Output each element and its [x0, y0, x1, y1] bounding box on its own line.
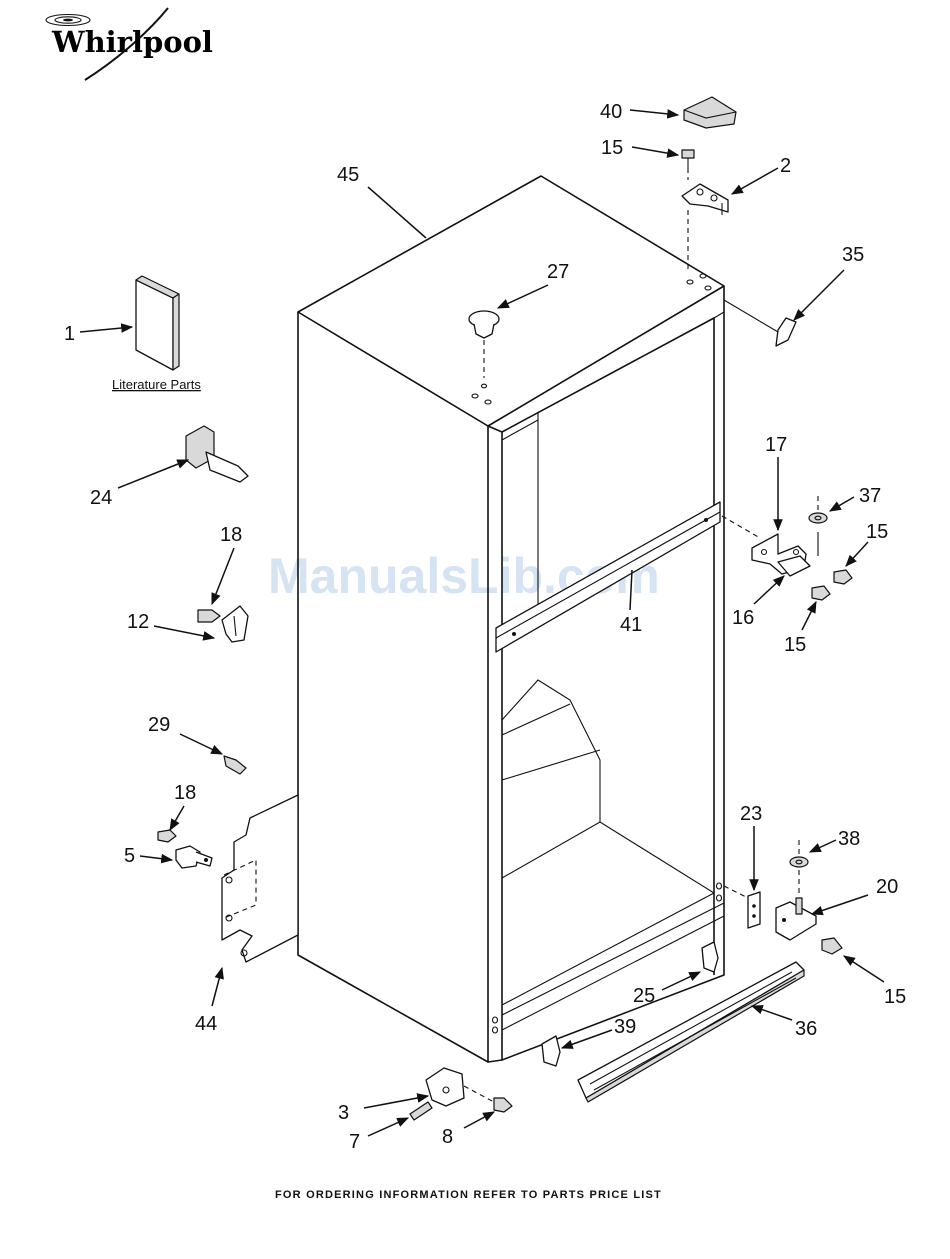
toe-grille [578, 962, 804, 1102]
whirlpool-logo: Whirlpool [46, 8, 213, 80]
callout-15: 15 [601, 137, 623, 159]
callout-15: 15 [884, 986, 906, 1008]
callout-2: 2 [780, 155, 791, 177]
hinge-screw-mid-b [812, 586, 830, 600]
clip-screw [198, 610, 220, 622]
callout-12: 12 [127, 611, 149, 633]
callout-18: 18 [174, 782, 196, 804]
wire-clip [222, 606, 248, 642]
callout-20: 20 [876, 876, 898, 898]
callout-17: 17 [765, 434, 787, 456]
callout-18: 18 [220, 524, 242, 546]
top-hinge [682, 184, 728, 215]
callout-16: 16 [732, 607, 754, 629]
literature-parts-label: Literature Parts [112, 377, 201, 392]
hinge-washer-37 [809, 513, 827, 523]
callout-15: 15 [866, 521, 888, 543]
callout-24: 24 [90, 487, 112, 509]
hinge-screw-top [682, 150, 694, 168]
literature-book [136, 276, 179, 370]
leveling-bracket [426, 1068, 464, 1106]
callout-39: 39 [614, 1016, 636, 1038]
callout-44: 44 [195, 1013, 217, 1035]
callout-3: 3 [338, 1102, 349, 1124]
screw-29 [224, 756, 246, 774]
callout-1: 1 [64, 323, 75, 345]
shelf-bracket [186, 426, 248, 482]
callout-38: 38 [838, 828, 860, 850]
leveling-screw [494, 1098, 512, 1112]
callout-labels: 40 15 2 45 27 35 1 24 17 37 15 18 12 16 … [64, 101, 906, 1153]
roller-pin [410, 1102, 432, 1120]
hinge-screw-bottom [822, 938, 842, 954]
callout-35: 35 [842, 244, 864, 266]
center-hinge [752, 532, 818, 576]
callout-37: 37 [859, 485, 881, 507]
callout-23: 23 [740, 803, 762, 825]
grille-clip-39 [542, 1036, 560, 1066]
callout-36: 36 [795, 1018, 817, 1040]
grille-clip-25 [702, 942, 718, 972]
clamp-screw [158, 830, 176, 842]
bottom-hinge [776, 898, 816, 940]
top-trim-clip [776, 318, 796, 346]
hinge-cap [684, 97, 736, 128]
callout-15: 15 [784, 634, 806, 656]
bottom-hinge-shim [748, 892, 760, 928]
callout-29: 29 [148, 714, 170, 736]
hinge-washer-38 [790, 857, 808, 867]
callout-25: 25 [633, 985, 655, 1007]
side-panel [222, 795, 298, 962]
callout-45: 45 [337, 164, 359, 186]
callout-8: 8 [442, 1126, 453, 1148]
cable-clamp [176, 846, 212, 868]
hinge-screw-mid-a [834, 570, 852, 584]
callout-27: 27 [547, 261, 569, 283]
callout-40: 40 [600, 101, 622, 123]
callout-5: 5 [124, 845, 135, 867]
footer-note: FOR ORDERING INFORMATION REFER TO PARTS … [275, 1189, 662, 1201]
logo-wordmark: Whirlpool [51, 25, 213, 59]
callout-41: 41 [620, 614, 642, 636]
callout-7: 7 [349, 1131, 360, 1153]
top-plug [469, 311, 499, 338]
